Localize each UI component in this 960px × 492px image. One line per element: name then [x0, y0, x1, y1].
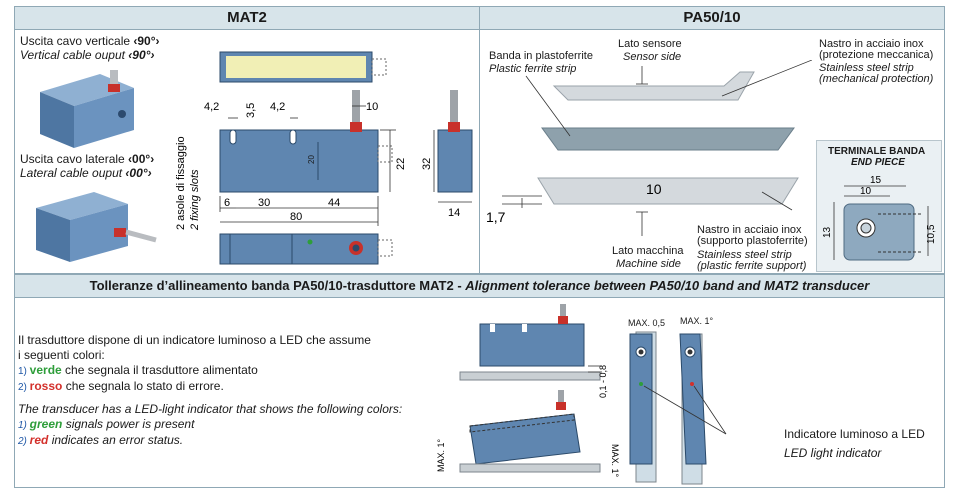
led-en-line-1: The transducer has a LED-light indicator… [18, 402, 403, 416]
vertical-output-label-en: Vertical cable ouput ‹90°› [20, 48, 155, 62]
plastic-strip-label-en: Plastic ferrite strip [489, 63, 577, 75]
dim-d14-label: 14 [448, 207, 460, 219]
alignment-top-view [629, 331, 727, 485]
dim-d4_2a-label: 4,2 [204, 101, 219, 113]
support-strip-label-it-1: Nastro in acciaio inox [697, 224, 802, 236]
dim-d6-label: 6 [224, 197, 230, 209]
dim-d10-label: 10 [366, 101, 378, 113]
dim-d32-label: 32 [421, 158, 433, 170]
max-tilt-right-label: MAX. 1° [610, 444, 620, 478]
support-strip-label-it-2: (supporto plastoferrite) [697, 235, 808, 247]
thickness-label: 1,7 [486, 209, 506, 225]
led-en-item-1: 1) green signals power is present [18, 417, 195, 431]
tolerance-title-it: Tolleranze d’allineamento banda PA50/10-… [89, 278, 466, 293]
end-dim-d15-label: 15 [870, 175, 882, 186]
max-angle-label: MAX. 1° [680, 316, 714, 326]
led-indicator-label-it: Indicatore luminoso a LED [784, 427, 925, 441]
alignment-gap-drawing: 0,1 - 0,8 MAX. 1° MAX. 1° [436, 304, 620, 478]
lateral-output-label-en: Lateral cable ouput ‹00°› [20, 166, 152, 180]
steel-strip-label-en-1: Stainless steel strip [819, 62, 914, 74]
mat2-vertical-sensor-render [40, 70, 134, 148]
dim-d30-label: 30 [258, 197, 270, 209]
gap-label: 0,1 - 0,8 [598, 365, 608, 398]
slots-label-it: 2 asole di fissaggio [175, 136, 187, 230]
led-indicator-label-en: LED light indicator [784, 446, 882, 460]
end-piece-title-en: END PIECE [851, 157, 905, 168]
dim-d20-label: 20 [307, 155, 316, 164]
plastic-strip-label-it: Banda in plastoferrite [489, 50, 593, 62]
pa50-exploded-view: 10 1,7 [486, 60, 812, 236]
end-piece-drawing: 15 10 13 10,5 [822, 175, 937, 261]
led-it-item-1: 1) verde che segnala il trasduttore alim… [18, 363, 258, 377]
end-dim-d13-label: 13 [822, 226, 833, 238]
tolerance-header: Tolleranze d’allineamento banda PA50/10-… [15, 275, 944, 298]
led-it-line-2: i seguenti colori: [18, 348, 105, 362]
end-dim-d10_5-label: 10,5 [926, 224, 937, 244]
mat2-lateral-sensor-render [36, 192, 157, 262]
machine-side-label-en: Machine side [616, 258, 681, 270]
end-dim-d10-label: 10 [860, 186, 872, 197]
max-tilt-left-label: MAX. 1° [436, 438, 446, 472]
mat2-header: MAT2 [15, 7, 479, 30]
machine-side-label-it: Lato macchina [612, 245, 684, 257]
tolerance-title-en: Alignment tolerance between PA50/10 band… [465, 278, 870, 293]
led-it-line-1: Il trasduttore dispone di un indicatore … [18, 333, 371, 347]
dim-d80-label: 80 [290, 211, 302, 223]
led-it-item-2: 2) rosso che segnala lo stato di errore. [18, 379, 224, 393]
support-strip-label-en-1: Stainless steel strip [697, 249, 792, 261]
led-description-it: Il trasduttore dispone di un indicatore … [18, 333, 371, 395]
sensor-side-label-it: Lato sensore [618, 38, 682, 50]
vertical-output-label-it: Uscita cavo verticale ‹90°› [20, 34, 160, 48]
steel-strip-label-it-2: (protezione meccanica) [819, 49, 934, 61]
mat2-technical-drawing: 20 4,2 3,5 4,2 10 6 30 44 80 22 32 14 2 … [175, 51, 473, 265]
slots-label-en: 2 fixing slots [189, 169, 201, 231]
support-strip-label-en-2: (plastic ferrite support) [697, 260, 807, 272]
led-en-item-2: 2) red indicates an error status. [18, 433, 184, 447]
max-offset-label: MAX. 0,5 [628, 318, 666, 328]
width-label: 10 [646, 181, 662, 197]
end-piece-title-it: TERMINALE BANDA [828, 146, 926, 157]
sensor-side-label-en: Sensor side [623, 51, 682, 63]
dim-d3_5-label: 3,5 [245, 103, 257, 118]
dim-d44-label: 44 [328, 197, 340, 209]
steel-strip-label-it-1: Nastro in acciaio inox [819, 38, 924, 50]
dim-d4_2b-label: 4,2 [270, 101, 285, 113]
steel-strip-label-en-2: (mechanical protection) [819, 73, 934, 85]
lateral-output-label-it: Uscita cavo laterale ‹00°› [20, 152, 155, 166]
dim-d22-label: 22 [395, 158, 407, 170]
led-description-en: The transducer has a LED-light indicator… [18, 402, 402, 449]
pa50-header: PA50/10 [480, 7, 944, 30]
